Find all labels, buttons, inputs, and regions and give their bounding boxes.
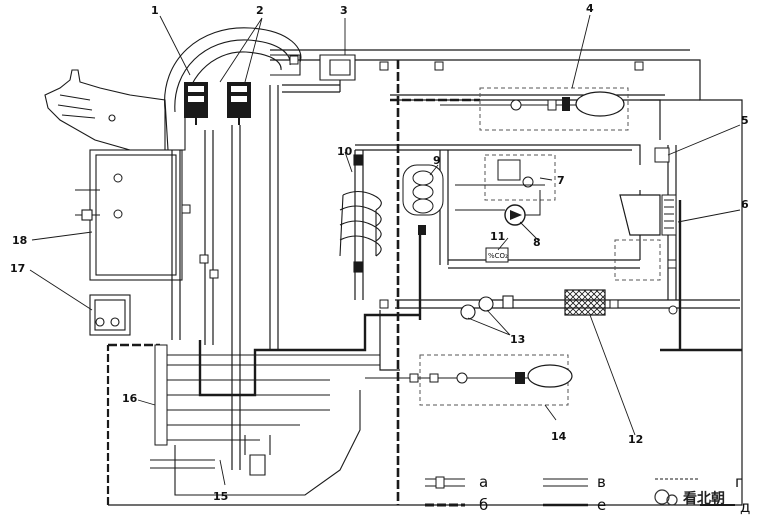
- balloon-box-14: [365, 354, 573, 406]
- wavy-filter-10: [339, 154, 382, 273]
- leader-lines: [29, 14, 741, 486]
- valves: [113, 55, 678, 383]
- label-16: 16: [122, 392, 138, 405]
- label-12: 12: [628, 433, 643, 446]
- outer-frame: [106, 49, 743, 506]
- legend-label-d: д: [740, 498, 750, 516]
- label-17: 17: [10, 262, 25, 275]
- label-5: 5: [741, 114, 749, 127]
- label-1: 1: [151, 4, 159, 17]
- connector-3: [319, 54, 356, 81]
- legend-label-b: б: [479, 496, 488, 514]
- manifold-16: [154, 344, 380, 446]
- legend-item-e: е: [543, 496, 606, 514]
- number-labels: 1 2 3 4 5 6 7 8 9 10 11 12 13 14 15 16 1…: [10, 2, 749, 503]
- instrument-pair-2: [184, 82, 251, 125]
- legend-item-d: д: [700, 498, 750, 516]
- label-3: 3: [340, 4, 348, 17]
- co2-label: %CO₂: [488, 252, 508, 260]
- column-9: [402, 164, 444, 235]
- right-network: [354, 94, 742, 371]
- watermark: 看北朝: [654, 489, 725, 507]
- trunk-lines: [171, 60, 341, 470]
- label-4: 4: [586, 2, 594, 15]
- coupling-13: [460, 295, 514, 320]
- thick-loop: [198, 200, 742, 397]
- label-2: 2: [256, 4, 264, 17]
- glove-icon: [44, 69, 169, 151]
- balloon-box-4: [440, 87, 629, 131]
- legend-label-v: в: [597, 473, 606, 491]
- label-15: 15: [213, 490, 228, 503]
- assembly-15: [150, 390, 361, 496]
- label-6: 6: [741, 198, 749, 211]
- label-9: 9: [433, 154, 441, 167]
- equipment-5-6: [614, 147, 677, 281]
- label-7: 7: [557, 174, 565, 187]
- block-17: [89, 294, 131, 336]
- legend-label-a: а: [479, 473, 488, 491]
- label-14: 14: [551, 430, 567, 443]
- legend-label-e: е: [597, 496, 606, 514]
- legend-item-b: б: [425, 496, 488, 514]
- co2-sensor-11: %CO₂: [485, 247, 509, 263]
- cabinet-18: [75, 149, 183, 281]
- watermark-logo-icon: [654, 489, 670, 505]
- legend-item-a: а: [425, 473, 488, 491]
- label-11: 11: [490, 230, 505, 243]
- label-10: 10: [337, 145, 353, 158]
- legend-item-v: в: [543, 473, 606, 491]
- legend: а б в е г д: [425, 473, 750, 516]
- label-8: 8: [533, 236, 541, 249]
- filter-12: [564, 289, 606, 316]
- label-18: 18: [12, 234, 27, 247]
- watermark-text: 看北朝: [682, 490, 725, 507]
- pump-8: [455, 190, 541, 226]
- legend-label-g: г: [735, 473, 743, 491]
- legend-item-g: г: [655, 473, 743, 491]
- label-13: 13: [510, 333, 525, 346]
- box-7: [455, 154, 556, 201]
